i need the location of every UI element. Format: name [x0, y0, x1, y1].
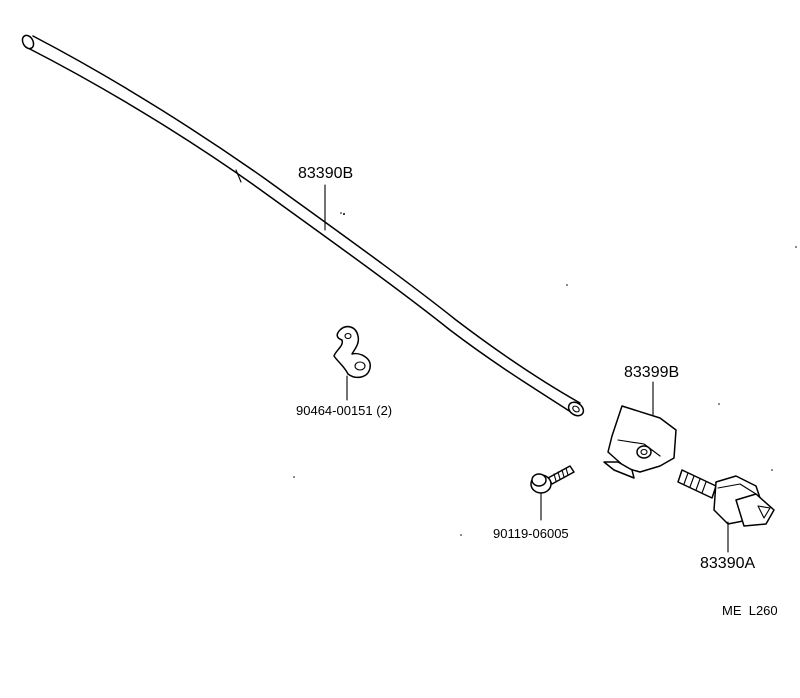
outer-cable-part-number: 83390B [298, 165, 353, 182]
bracket-part-number: 83399B [624, 364, 679, 381]
outer-cable [21, 34, 585, 417]
clamp-part-number: 90464-00151 (2) [296, 403, 392, 418]
diagram-code: ME L260 [722, 603, 778, 618]
scan-specks [293, 212, 797, 536]
bolt-part-number: 90119-06005 [493, 526, 569, 541]
cable-bracket [603, 405, 677, 479]
cable-clamp [333, 325, 371, 379]
adapter-part-number: 83390A [700, 555, 755, 572]
speedometer-adapter [677, 469, 775, 527]
bolt [530, 465, 575, 494]
